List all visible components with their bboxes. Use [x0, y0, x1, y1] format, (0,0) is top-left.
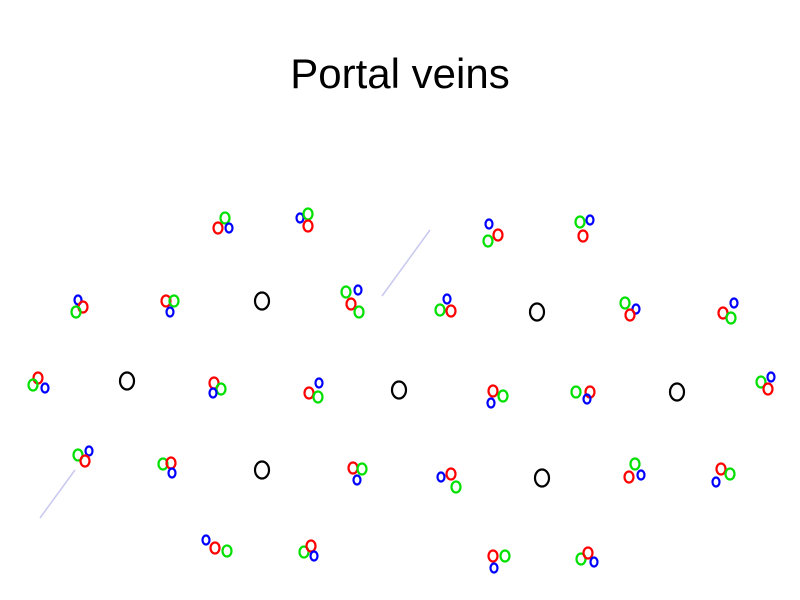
hepatic-artery-circle: [305, 539, 317, 553]
portal-vein-circle: [636, 469, 646, 481]
bile-duct-circle: [725, 311, 737, 325]
portal-vein-circle: [40, 382, 50, 394]
hepatic-artery-circle: [715, 462, 727, 476]
portal-vein-circle: [224, 222, 234, 234]
portal-vein-circle: [486, 397, 496, 409]
bile-duct-circle: [312, 390, 324, 404]
hepatic-artery-circle: [32, 371, 44, 385]
bile-duct-circle: [574, 215, 586, 229]
central-vein-circle: [118, 371, 136, 391]
portal-vein-circle: [436, 471, 446, 483]
bile-duct-circle: [434, 303, 446, 317]
bile-duct-circle: [570, 385, 582, 399]
bile-duct-circle: [499, 549, 511, 563]
portal-vein-circle: [585, 214, 595, 226]
central-vein-circle: [253, 291, 271, 311]
portal-vein-circle: [489, 562, 499, 574]
portal-vein-circle: [84, 445, 94, 457]
portal-vein-circle: [309, 550, 319, 562]
central-vein-circle: [253, 460, 271, 480]
hepatic-artery-circle: [762, 382, 774, 396]
central-vein-circle: [668, 382, 686, 402]
hepatic-artery-circle: [582, 546, 594, 560]
bile-duct-circle: [340, 285, 352, 299]
bile-duct-circle: [27, 378, 39, 392]
portal-vein-circle: [631, 303, 641, 315]
bile-duct-circle: [482, 234, 494, 248]
portal-vein-circle: [167, 467, 177, 479]
bile-duct-circle: [353, 305, 365, 319]
hepatic-artery-circle: [347, 461, 359, 475]
central-vein-circle: [528, 302, 546, 322]
hepatic-artery-circle: [445, 467, 457, 481]
central-vein-circle: [390, 380, 408, 400]
hepatic-artery-circle: [487, 549, 499, 563]
bile-duct-circle: [356, 462, 368, 476]
hepatic-artery-circle: [487, 384, 499, 398]
central-vein-circle: [533, 468, 551, 488]
portal-vein-circle: [353, 284, 363, 296]
portal-vein-circle: [582, 393, 592, 405]
bile-duct-circle: [629, 457, 641, 471]
hepatic-artery-circle: [577, 229, 589, 243]
portal-vein-circle: [589, 556, 599, 568]
faint-stroke: [381, 229, 431, 297]
hepatic-artery-circle: [212, 221, 224, 235]
portal-vein-circle: [442, 293, 452, 305]
portal-vein-circle: [729, 297, 739, 309]
bile-duct-circle: [298, 545, 310, 559]
hepatic-artery-circle: [624, 308, 636, 322]
hepatic-artery-circle: [209, 541, 221, 555]
hepatic-artery-circle: [492, 228, 504, 242]
bile-duct-circle: [72, 448, 84, 462]
portal-vein-circle: [711, 476, 721, 488]
bile-duct-circle: [575, 552, 587, 566]
portal-vein-circle: [208, 387, 218, 399]
portal-vein-circle: [314, 377, 324, 389]
bile-duct-circle: [497, 389, 509, 403]
hepatic-artery-circle: [79, 454, 91, 468]
portal-vein-circle: [201, 534, 211, 546]
bile-duct-circle: [219, 211, 231, 225]
bile-duct-circle: [221, 544, 233, 558]
bile-duct-circle: [215, 382, 227, 396]
hepatic-artery-circle: [302, 219, 314, 233]
hepatic-artery-circle: [303, 386, 315, 400]
hepatic-artery-circle: [345, 297, 357, 311]
bile-duct-circle: [619, 296, 631, 310]
slide-title: Portal veins: [290, 50, 510, 97]
portal-vein-circle: [165, 306, 175, 318]
bile-duct-circle: [168, 294, 180, 308]
bile-duct-circle: [450, 480, 462, 494]
bile-duct-circle: [724, 467, 736, 481]
portal-vein-circle: [295, 212, 305, 224]
hepatic-artery-circle: [445, 304, 457, 318]
portal-vein-circle: [352, 474, 362, 486]
faint-stroke: [39, 469, 76, 519]
portal-vein-circle: [484, 218, 494, 230]
hepatic-artery-circle: [623, 470, 635, 484]
bile-duct-circle: [755, 375, 767, 389]
bile-duct-circle: [302, 207, 314, 221]
bile-duct-circle: [70, 305, 82, 319]
portal-vein-circle: [766, 371, 776, 383]
